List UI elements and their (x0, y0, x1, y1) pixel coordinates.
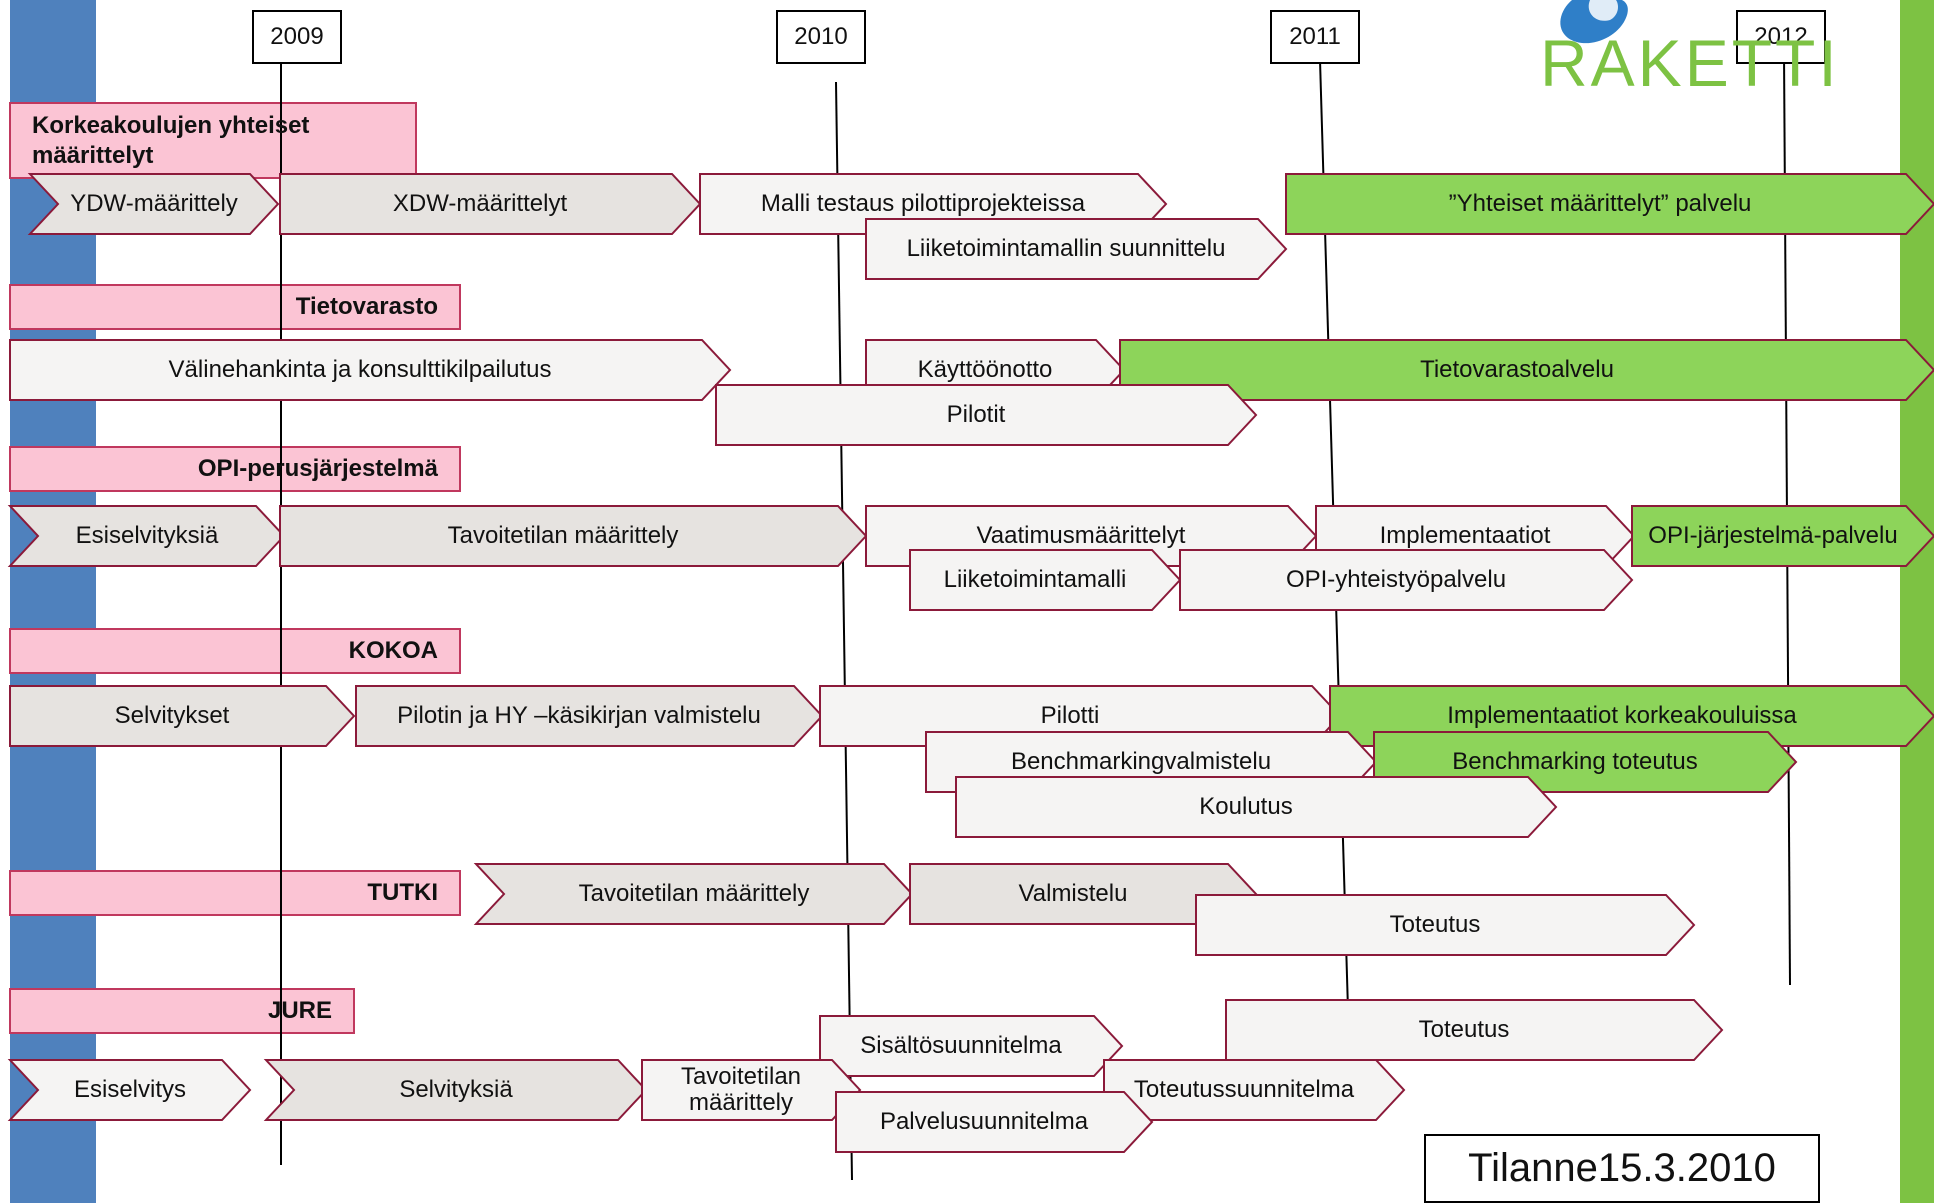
task-shape-t2 (279, 173, 702, 235)
section-header-s6 (9, 988, 355, 1034)
task-shape-t6 (9, 339, 732, 401)
task-shape-t16 (1179, 549, 1634, 611)
task-shape-t33 (835, 1091, 1154, 1153)
task-shape-t32 (1103, 1059, 1406, 1121)
section-header-s1 (9, 102, 417, 179)
task-shape-t18 (355, 685, 824, 747)
section-header-s3 (9, 446, 461, 492)
task-shape-t14 (1631, 505, 1934, 567)
task-shape-t5 (1285, 173, 1934, 235)
task-shape-t4 (865, 218, 1288, 280)
task-shape-t24 (473, 863, 914, 925)
task-shape-t26 (1195, 894, 1696, 956)
task-shape-t10 (7, 505, 286, 567)
task-shape-t28 (819, 1015, 1124, 1077)
task-shape-t27 (1225, 999, 1724, 1061)
section-header-s4 (9, 628, 461, 674)
task-shape-t31 (641, 1059, 862, 1121)
section-header-s5 (9, 870, 461, 916)
task-shape-t29 (7, 1059, 252, 1121)
task-shape-t30 (263, 1059, 648, 1121)
task-shape-t1 (27, 173, 280, 235)
task-shape-t23 (955, 776, 1558, 838)
task-shape-t11 (279, 505, 868, 567)
task-shape-t17 (9, 685, 356, 747)
task-shape-t15 (909, 549, 1182, 611)
section-header-s2 (9, 284, 461, 330)
task-shape-t8 (1119, 339, 1934, 401)
logo-swirl-icon (1560, 0, 1628, 44)
year-line-2010 (835, 81, 853, 1181)
task-shape-t9 (715, 384, 1258, 446)
